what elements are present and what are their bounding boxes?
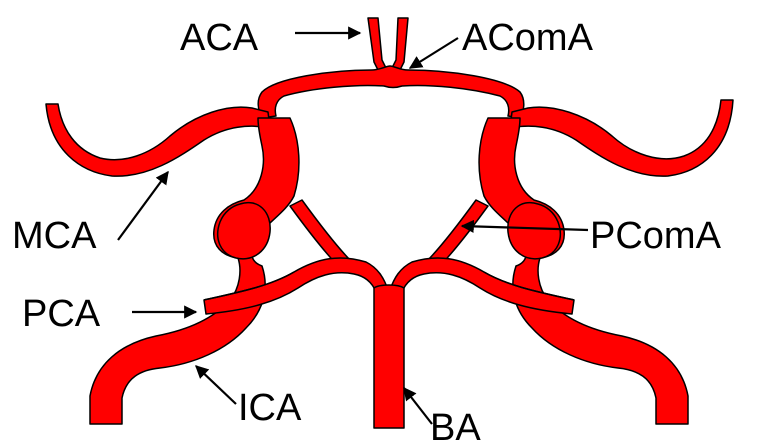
arrow-mca (118, 172, 168, 240)
label-mca: MCA (12, 215, 97, 257)
label-ica: ICA (238, 387, 302, 429)
basilar-artery (374, 285, 404, 428)
label-aca: ACA (180, 17, 259, 59)
label-pca: PCA (22, 293, 101, 335)
label-pcoma: PComA (590, 215, 722, 257)
anterior-arch (258, 66, 524, 118)
anterior-cerebral-artery-left (368, 18, 388, 74)
middle-cerebral-artery-left (46, 104, 270, 176)
arrow-ica (196, 366, 236, 404)
label-acoma: AComA (462, 17, 594, 59)
arrow-ba (404, 388, 432, 424)
posterior-cerebral-artery-left (204, 258, 388, 314)
arrow-acoma (410, 38, 458, 68)
anterior-cerebral-artery-right (390, 18, 408, 74)
posterior-cerebral-artery-right (390, 258, 574, 314)
middle-cerebral-artery-right (510, 100, 733, 176)
label-ba: BA (430, 407, 481, 443)
